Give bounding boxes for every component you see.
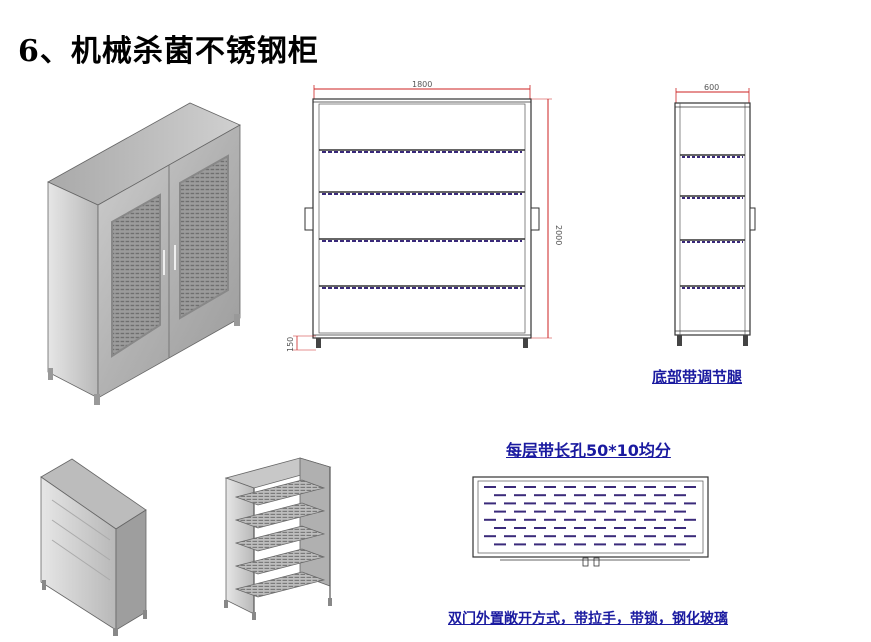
side-shelves: [680, 154, 745, 289]
dim-side-depth: 600: [704, 83, 719, 92]
caption-door-features: 双门外置敞开方式，带拉手，带锁，钢化玻璃: [448, 611, 728, 627]
caption-shelf-holes: 每层带长孔50*10均分: [506, 441, 671, 460]
cabinet-3d-open: [224, 457, 332, 620]
cabinet-3d-closed: [47, 102, 241, 405]
front-elevation-drawing: 1800 2000 150: [286, 80, 563, 352]
caption-adjustable-legs: 底部带调节腿: [652, 368, 743, 386]
dim-front-width: 1800: [412, 80, 432, 89]
dim-front-height: 2000: [554, 225, 563, 245]
cabinet-3d-closed-small: [40, 458, 147, 636]
front-shelves: [319, 149, 525, 289]
shelf-slot-rows: [484, 486, 696, 546]
side-elevation-drawing: 600: [674, 83, 756, 346]
dim-leg-height: 150: [286, 337, 295, 352]
open-cabinet-shelves: [234, 479, 326, 598]
perforated-shelf-plan: [472, 476, 709, 567]
page-title: 6、机械杀菌不锈钢柜: [18, 34, 319, 69]
